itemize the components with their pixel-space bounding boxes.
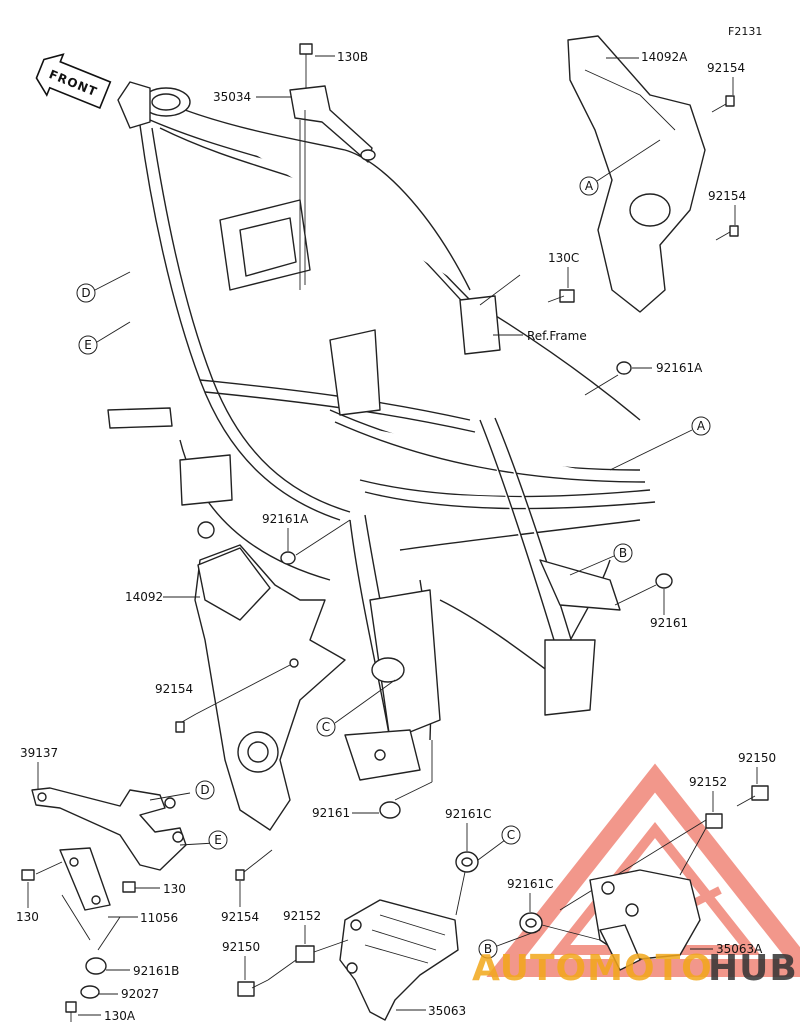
svg-text:B: B (484, 942, 492, 956)
washer-92161-b (379, 801, 401, 819)
label-14092: 14092 (125, 590, 163, 604)
label-92161A-b: 92161A (262, 512, 309, 526)
bolt-92154-d (235, 869, 245, 881)
figure-code: F2131 (728, 25, 762, 38)
washer-92161A-b (280, 551, 296, 565)
svg-text:A: A (697, 419, 706, 433)
bracket-35063 (339, 899, 459, 1021)
label-92161-a: 92161 (650, 616, 688, 630)
svg-text:E: E (84, 338, 92, 352)
collar-92152-b (295, 945, 315, 963)
svg-text:B: B (619, 546, 627, 560)
callout-A1: A (579, 139, 661, 196)
label-92154-c: 92154 (155, 682, 193, 696)
callout-B1: B (569, 543, 633, 576)
cover-14092 (194, 544, 346, 831)
label-92161A-a: 92161A (656, 361, 703, 375)
label-92154-b: 92154 (708, 189, 746, 203)
label-130-a: 130 (16, 910, 39, 924)
bolt-92154-b (715, 225, 739, 241)
svg-text:C: C (322, 720, 330, 734)
watermark-part2: HUB (708, 948, 798, 989)
cover-14092A (567, 35, 706, 313)
label-92152-a: 92152 (689, 775, 727, 789)
label-92161C-a: 92161C (445, 807, 492, 821)
svg-text:D: D (81, 286, 90, 300)
label-92161B: 92161B (133, 964, 179, 978)
callout-E2: E (208, 830, 228, 850)
watermark-part1: AUTOMOTO (472, 948, 713, 989)
label-14092A: 14092A (641, 50, 688, 64)
washer-92161A-a (616, 361, 632, 375)
bolt-130-a (21, 869, 35, 881)
callout-E1: E (78, 321, 131, 355)
label-130-b: 130 (163, 882, 186, 896)
collar-92161C-a (455, 851, 479, 873)
label-92161-b: 92161 (312, 806, 350, 820)
label-92027: 92027 (121, 987, 159, 1001)
bolt-92150-a (736, 785, 769, 807)
bolt-130C (547, 289, 575, 303)
label-130C: 130C (548, 251, 579, 265)
main-frame (107, 81, 656, 781)
callout-B2: B (478, 929, 541, 959)
collar-92152-a (705, 813, 723, 829)
callout-D2: D (195, 780, 215, 800)
label-35063: 35063 (428, 1004, 466, 1018)
label-92154-d: 92154 (221, 910, 259, 924)
front-arrow: FRONT (35, 53, 112, 110)
washer-92027 (80, 985, 100, 999)
bolt-130A (65, 1001, 77, 1022)
bolt-92150-b (237, 979, 269, 997)
label-35034: 35034 (213, 90, 251, 104)
label-130B: 130B (337, 50, 368, 64)
bracket-35063A (589, 869, 701, 971)
bolt-130-b (122, 881, 136, 893)
label-92150-b: 92150 (222, 940, 260, 954)
svg-text:C: C (507, 828, 515, 842)
label-92154-a: 92154 (707, 61, 745, 75)
callout-C2: C (501, 825, 521, 845)
collar-92161C-b (519, 912, 543, 934)
label-35063A: 35063A (716, 942, 763, 956)
bracket-35034 (289, 43, 376, 163)
callout-C1: C (316, 679, 396, 737)
label-92152-b: 92152 (283, 909, 321, 923)
label-39137: 39137 (20, 746, 58, 760)
bracket-39137 (31, 787, 187, 911)
bolt-92154-c (175, 713, 197, 733)
washer-92161B (85, 957, 107, 975)
label-11056: 11056 (140, 911, 178, 925)
label-92150-a: 92150 (738, 751, 776, 765)
watermark-text: AUTOMOTO HUB (472, 948, 798, 989)
bolt-92154-a (711, 95, 735, 113)
label-130A: 130A (104, 1009, 136, 1023)
label-92161C-b: 92161C (507, 877, 554, 891)
svg-text:D: D (200, 783, 209, 797)
washer-92161-a (655, 573, 673, 589)
label-ref-frame: Ref.Frame (527, 329, 587, 343)
svg-text:E: E (214, 833, 222, 847)
callout-D1: D (76, 271, 131, 303)
callout-A2: A (609, 416, 711, 471)
svg-text:A: A (585, 179, 594, 193)
